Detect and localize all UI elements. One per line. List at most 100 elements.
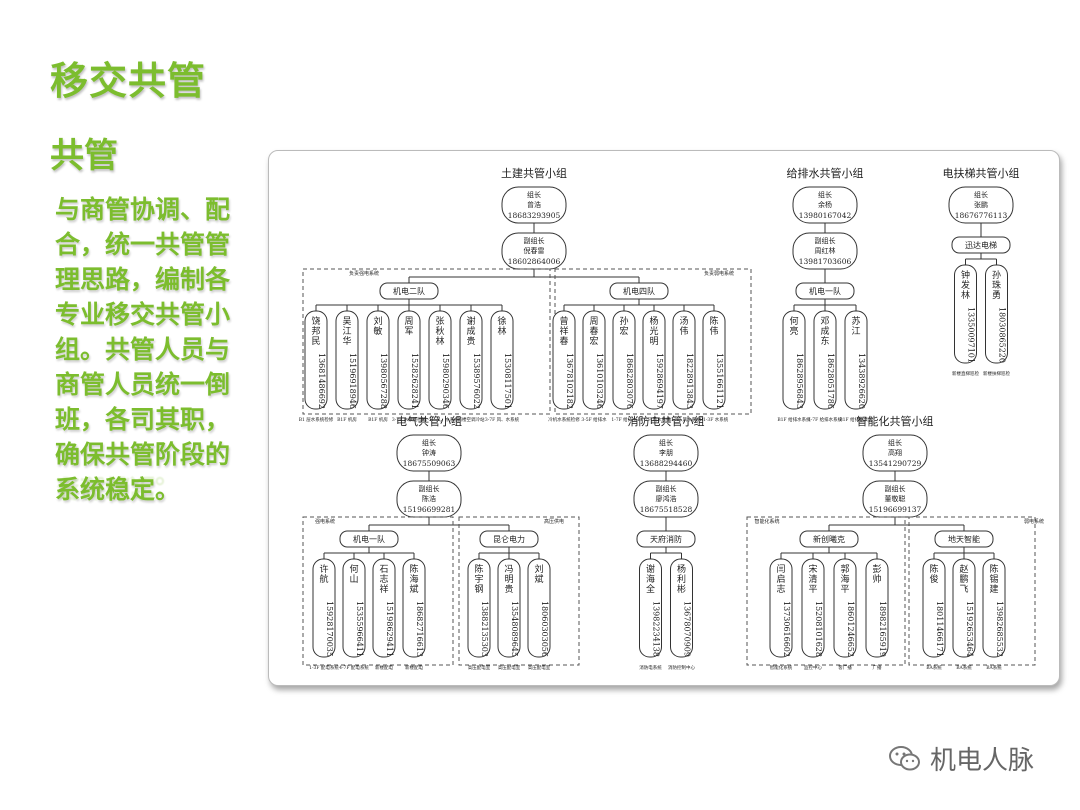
member-phone: 13982685532 <box>995 601 1004 657</box>
deputy-box-name: 廖鸿浩 <box>656 494 677 503</box>
deputy-box-phone: 15196699281 <box>403 505 456 514</box>
member-duty: 高压配电室 <box>468 664 491 671</box>
leader-box-phone: 13688294460 <box>640 459 693 468</box>
member-card <box>952 558 976 658</box>
member-name: 何 <box>789 315 798 327</box>
member-phone: 15928694197 <box>655 353 664 409</box>
member-card <box>582 310 606 410</box>
member-name: 宏 <box>619 325 628 337</box>
leader-box-name: 钟涛 <box>422 448 436 457</box>
member-name: 邓 <box>820 316 829 327</box>
deputy-box-role: 副组长 <box>885 484 906 493</box>
member-name: 平 <box>808 584 817 595</box>
group-heading: 土建共管小组 <box>501 166 567 180</box>
member-name: 何 <box>349 563 358 575</box>
member-name: 闫 <box>776 563 785 575</box>
team-name: 迅达电梯 <box>965 240 997 250</box>
body-line: 合，统一共管管 <box>55 230 231 259</box>
member-name: 海 <box>646 573 655 585</box>
body-line: 组。共管人员与 <box>55 335 231 364</box>
member-duty: 监控中心 <box>804 664 822 671</box>
member-name: 春 <box>589 325 598 337</box>
leader-box-name: 张鹏 <box>974 200 988 209</box>
member-duty: 新楼配电 <box>375 664 393 671</box>
member-card <box>467 558 491 658</box>
body-line: 理思路，编制各 <box>55 265 231 294</box>
member-name: 清 <box>808 573 817 585</box>
member-duty: 高压配电室 <box>498 664 521 671</box>
deputy-box-phone: 18602864006 <box>508 257 561 266</box>
member-phone: 18030865220 <box>998 307 1007 363</box>
member-phone: 18628051786 <box>826 353 835 409</box>
leader-box-name: 李朋 <box>659 448 673 457</box>
member-phone: 13982234138 <box>652 601 661 657</box>
member-duty: 1-7F 给排水系统 <box>808 416 843 423</box>
member-name: 孙 <box>619 315 628 327</box>
member-name: 光 <box>649 325 658 337</box>
member-phone: 13882135303 <box>480 601 489 657</box>
member-duty: 广播 <box>873 664 882 671</box>
leader-box-role: 组长 <box>659 438 673 447</box>
member-card <box>670 558 693 658</box>
member-name: 伟 <box>679 325 688 337</box>
member-name: 邦 <box>311 325 320 337</box>
leader-box-phone: 18675509063 <box>403 459 456 468</box>
member-phone: 13350097101 <box>967 307 976 363</box>
deputy-box-role: 副组长 <box>815 236 836 245</box>
member-name: 成 <box>820 325 829 337</box>
wechat-icon <box>889 745 920 770</box>
member-name: 谢 <box>466 315 475 327</box>
member-duty: 4-7F 配电系统 <box>339 664 369 671</box>
member-name: 徐 <box>497 315 506 327</box>
team-name: 机电一队 <box>353 534 385 544</box>
member-name: 钟 <box>961 269 970 281</box>
deputy-box-role: 副组长 <box>656 484 677 493</box>
member-duty: 消防电系统 <box>639 664 662 671</box>
member-card <box>402 558 426 658</box>
deputy-box-name: 周红林 <box>815 246 836 255</box>
team-name: 机电四队 <box>623 286 655 296</box>
member-phone: 18982165919 <box>878 601 887 657</box>
org-chart: 土建共管小组组长曾浩18683293905副组长倪春雷18602864006负责… <box>299 166 1044 671</box>
member-phone: 15308117501 <box>503 353 512 409</box>
leader-box-phone: 13980167042 <box>799 211 852 220</box>
member-name: 陈 <box>929 563 938 575</box>
member-phone: 18682716613 <box>415 601 424 657</box>
team-note: 高压供电 <box>544 518 564 525</box>
member-duty: 新楼配电 <box>405 664 423 671</box>
member-name: 杨 <box>677 563 686 575</box>
member-card <box>922 558 946 658</box>
member-name: 石 <box>379 565 388 575</box>
deputy-box-phone: 15196699137 <box>869 505 922 514</box>
member-phone: 18628956843 <box>795 353 804 409</box>
member-name: 周 <box>404 316 413 327</box>
team-note: 强电系统 <box>315 518 335 525</box>
member-card <box>642 310 666 410</box>
member-name: 明 <box>649 336 658 347</box>
member-name: 刘 <box>373 315 382 327</box>
member-name: 杨 <box>649 315 658 327</box>
section-subtitle: 共管 <box>50 136 118 176</box>
member-name: 建 <box>989 583 998 595</box>
member-name: 林 <box>435 335 444 347</box>
member-name: 贵 <box>504 583 513 595</box>
member-phone: 18682803076 <box>625 353 634 409</box>
member-phone: 15192653464 <box>965 601 974 657</box>
member-name: 伟 <box>709 325 718 337</box>
member-duty: 新楼空调冷站 <box>458 416 485 423</box>
body-line: 商管人员统一倒 <box>55 370 231 399</box>
member-duty: 1-7F 给排水 <box>611 416 637 423</box>
group-heading: 电气共管小组 <box>396 414 462 428</box>
member-name: 斌 <box>409 583 418 595</box>
page-title: 移交共管 <box>50 59 207 103</box>
member-name: 苏 <box>851 315 860 327</box>
leader-box-role: 组长 <box>422 438 436 447</box>
member-name: 赵 <box>959 563 968 575</box>
member-phone: 18060303056 <box>540 601 549 657</box>
member-name: 汤 <box>679 316 688 327</box>
member-phone: 15355966411 <box>355 601 364 657</box>
member-phone: 15208101628 <box>814 601 823 657</box>
member-name: 林 <box>497 325 506 337</box>
member-duty: B1-3F 风水系统 <box>667 416 701 423</box>
member-name: 敏 <box>373 325 382 337</box>
